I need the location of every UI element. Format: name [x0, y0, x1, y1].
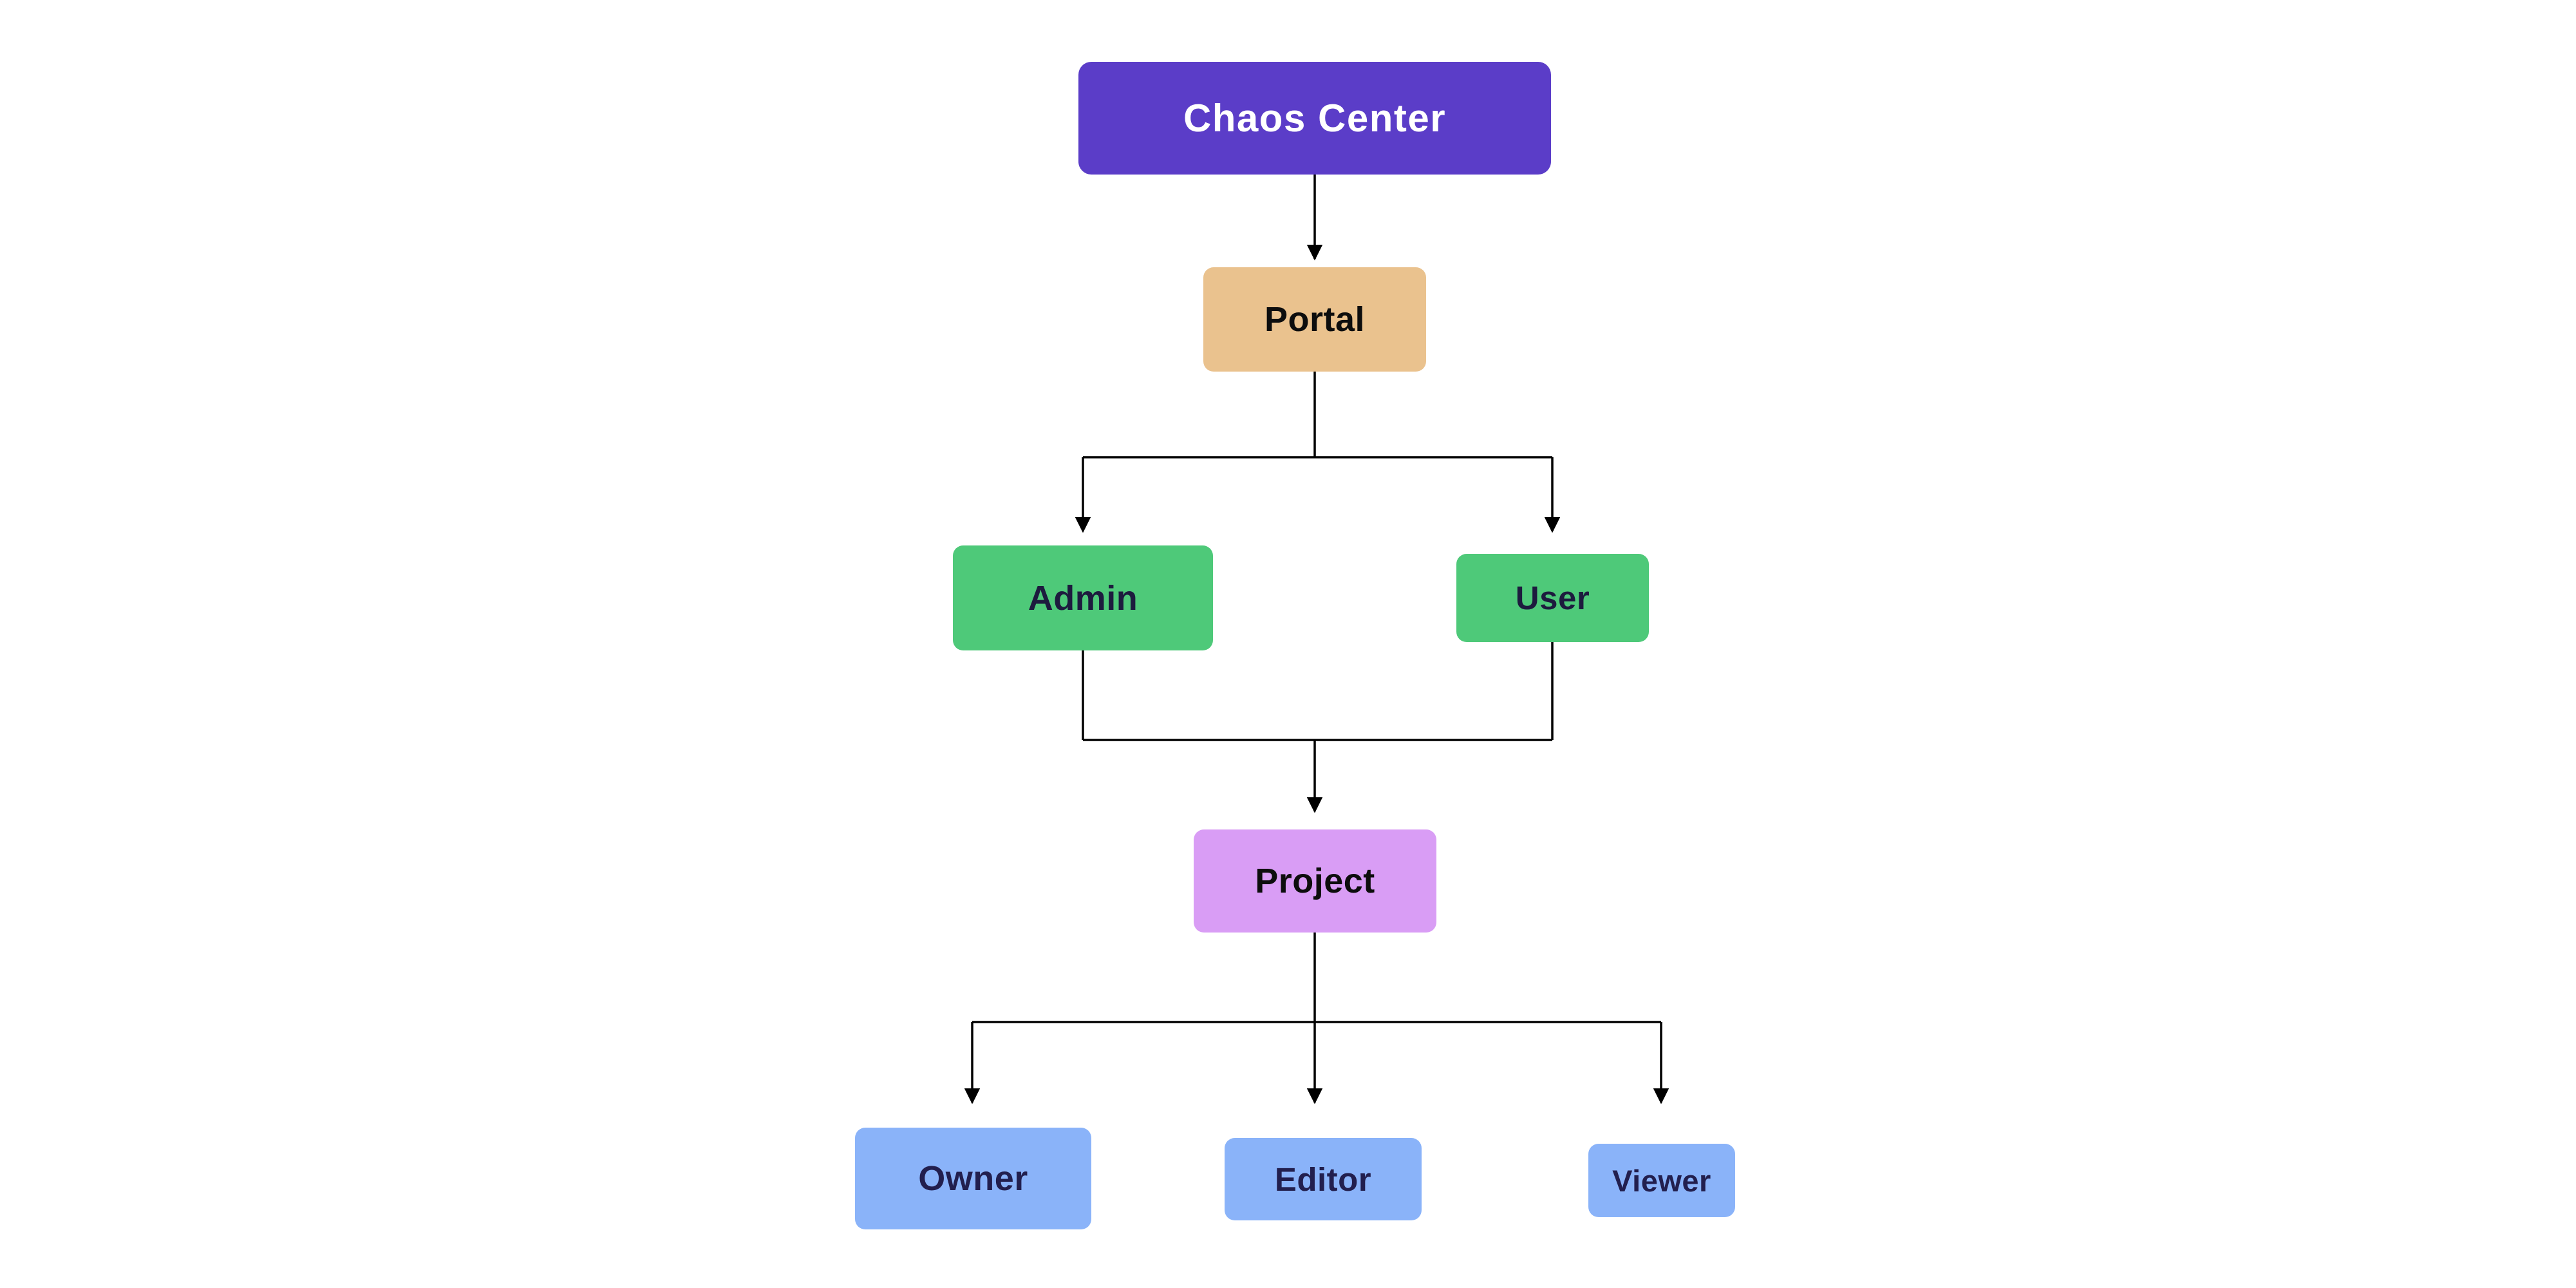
node-project[interactable]: Project [1194, 829, 1436, 933]
node-portal-label: Portal [1264, 300, 1366, 339]
node-editor-label: Editor [1274, 1160, 1372, 1198]
node-admin-label: Admin [1028, 578, 1138, 618]
node-viewer[interactable]: Viewer [1588, 1144, 1735, 1217]
node-owner-label: Owner [918, 1159, 1028, 1198]
node-portal[interactable]: Portal [1203, 267, 1426, 372]
node-chaos-center[interactable]: Chaos Center [1078, 62, 1551, 175]
node-project-label: Project [1255, 862, 1375, 900]
node-user-label: User [1515, 580, 1590, 616]
node-editor[interactable]: Editor [1225, 1138, 1422, 1220]
node-user[interactable]: User [1456, 554, 1649, 642]
node-owner[interactable]: Owner [855, 1128, 1091, 1229]
node-admin[interactable]: Admin [953, 545, 1213, 650]
node-viewer-label: Viewer [1612, 1163, 1711, 1198]
node-chaos-center-label: Chaos Center [1183, 97, 1447, 140]
